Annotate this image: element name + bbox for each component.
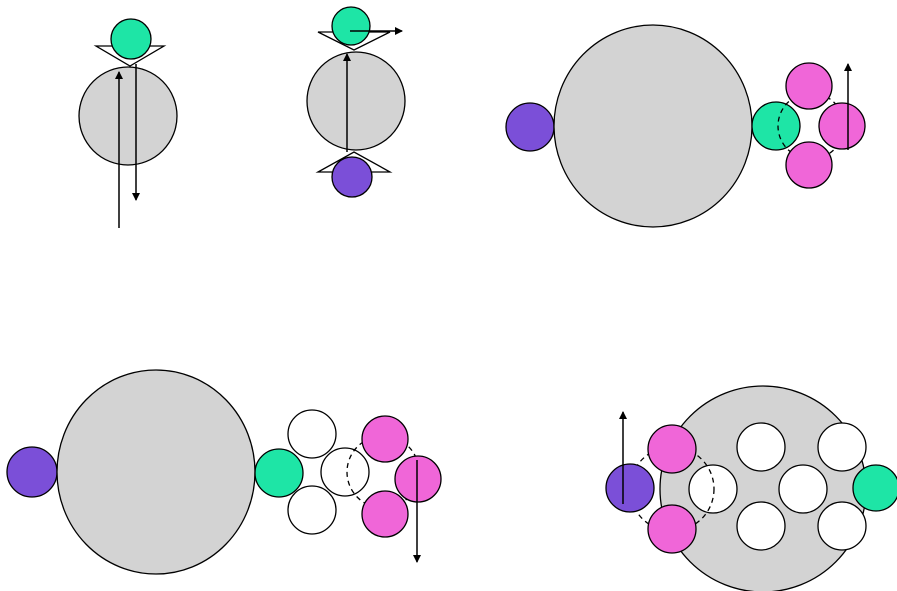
- white-sphere-middle: [320, 447, 370, 497]
- purple-sphere: [505, 102, 555, 152]
- white-sphere: [736, 501, 786, 551]
- purple-sphere: [6, 446, 58, 498]
- purple-sphere: [331, 156, 373, 198]
- green-sphere: [331, 6, 371, 46]
- white-sphere: [688, 464, 738, 514]
- pink-sphere-bottom: [361, 490, 409, 538]
- white-sphere: [778, 464, 828, 514]
- large-gray-sphere: [553, 24, 753, 228]
- white-sphere: [817, 501, 867, 551]
- large-gray-sphere: [78, 66, 178, 166]
- green-sphere: [751, 101, 801, 151]
- pink-sphere-top: [785, 62, 833, 110]
- pink-sphere-right: [394, 455, 442, 503]
- white-sphere: [817, 422, 867, 472]
- green-sphere: [254, 448, 304, 498]
- pink-sphere-right: [818, 102, 866, 150]
- large-gray-sphere: [56, 369, 256, 575]
- panel-5: [605, 385, 897, 591]
- white-sphere-bottom: [287, 485, 337, 535]
- panel-2: [306, 6, 406, 198]
- large-gray-sphere: [306, 51, 406, 151]
- white-sphere-top: [287, 409, 337, 459]
- pink-sphere-bottom: [647, 504, 697, 554]
- green-sphere: [852, 464, 897, 512]
- white-sphere: [736, 422, 786, 472]
- pink-sphere-bottom: [785, 141, 833, 189]
- panel-1: [78, 18, 178, 228]
- panel-4: [6, 369, 442, 575]
- purple-sphere: [605, 463, 655, 513]
- panel-3: [505, 24, 866, 228]
- pink-sphere-top: [361, 415, 409, 463]
- pink-sphere-top: [647, 424, 697, 474]
- green-sphere: [110, 18, 152, 60]
